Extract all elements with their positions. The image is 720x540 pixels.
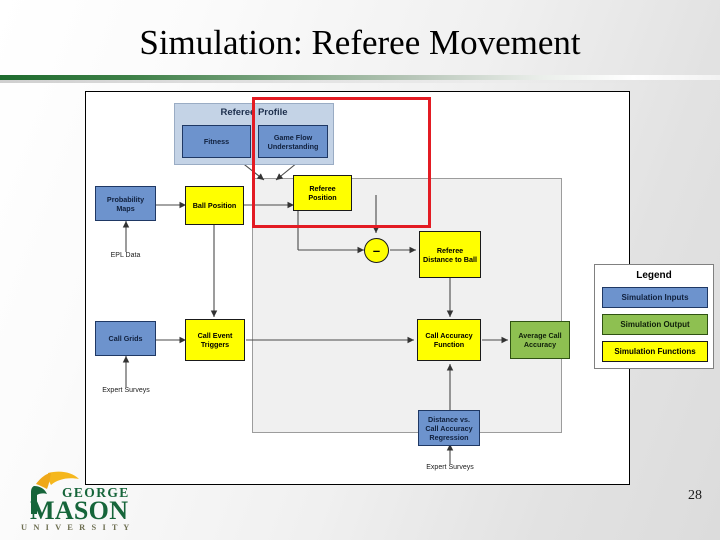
node-ball-position-label: Ball Position [192,201,237,210]
logo-line2: MASON [30,496,128,525]
node-call-grids[interactable]: Call Grids [95,321,156,356]
gmu-logo: GEORGE MASON U N I V E R S I T Y [18,470,143,532]
flame-icon [48,471,79,485]
minus-operator[interactable]: – [364,238,389,263]
node-call-accuracy-function[interactable]: Call Accuracy Function [417,319,481,361]
node-probability-maps[interactable]: Probability Maps [95,186,156,221]
legend-item-simulation-output: Simulation Output [602,314,708,335]
node-probability-maps-label: Probability Maps [106,194,145,213]
caption-expert-surveys-call-grids: Expert Surveys [86,387,166,394]
logo-line3: U N I V E R S I T Y [21,523,131,532]
caption-expert-surveys-call-grids-text: Expert Surveys [102,387,150,394]
referee-profile-group: Referee Profile Fitness Game Flow Unders… [174,103,334,165]
simulation-scope-panel [252,178,562,433]
node-average-call-accuracy-label: Average Call Accuracy [518,331,562,349]
logo-line1: GEORGE [62,485,130,500]
node-referee-distance-to-ball-label: Referee Distance to Ball [423,245,477,264]
node-fitness-label: Fitness [203,137,230,146]
node-referee-distance-to-ball[interactable]: Referee Distance to Ball [419,231,481,278]
title-divider-shadow [0,80,720,83]
caption-expert-surveys-regression-text: Expert Surveys [426,464,474,471]
page-title: Simulation: Referee Movement [139,23,581,62]
node-call-event-triggers-label: Call Event Triggers [197,331,233,349]
node-referee-position-label: Referee Position [308,184,337,202]
node-game-flow-understanding[interactable]: Game Flow Understanding [258,125,328,158]
legend: Legend Simulation Inputs Simulation Outp… [594,264,714,369]
legend-item-simulation-inputs: Simulation Inputs [602,287,708,308]
caption-epl-data: EPL Data [95,252,156,259]
referee-profile-title: Referee Profile [220,107,288,118]
flame-icon-inner [36,473,51,489]
legend-item-simulation-inputs-label: Simulation Inputs [621,293,689,302]
page-number: 28 [688,488,702,503]
legend-title: Legend [636,270,672,281]
node-call-accuracy-function-label: Call Accuracy Function [425,331,473,349]
node-call-event-triggers[interactable]: Call Event Triggers [185,319,245,361]
minus-operator-symbol: – [372,243,381,258]
caption-expert-surveys-regression: Expert Surveys [410,464,490,471]
caption-epl-data-text: EPL Data [110,252,141,259]
node-distance-vs-call-accuracy-regression-label: Distance vs. Call Accuracy Regression [425,414,473,442]
node-referee-position[interactable]: Referee Position [293,175,352,211]
node-fitness[interactable]: Fitness [182,125,251,158]
legend-item-simulation-functions: Simulation Functions [602,341,708,362]
node-game-flow-understanding-label: Game Flow Understanding [267,132,319,151]
title-divider [0,75,720,80]
node-distance-vs-call-accuracy-regression[interactable]: Distance vs. Call Accuracy Regression [418,410,480,446]
node-ball-position[interactable]: Ball Position [185,186,244,225]
legend-item-simulation-output-label: Simulation Output [620,320,690,329]
simulation-diagram: Referee Profile Fitness Game Flow Unders… [85,91,714,485]
node-average-call-accuracy[interactable]: Average Call Accuracy [510,321,570,359]
node-call-grids-label: Call Grids [108,334,143,343]
legend-item-simulation-functions-label: Simulation Functions [614,347,696,356]
